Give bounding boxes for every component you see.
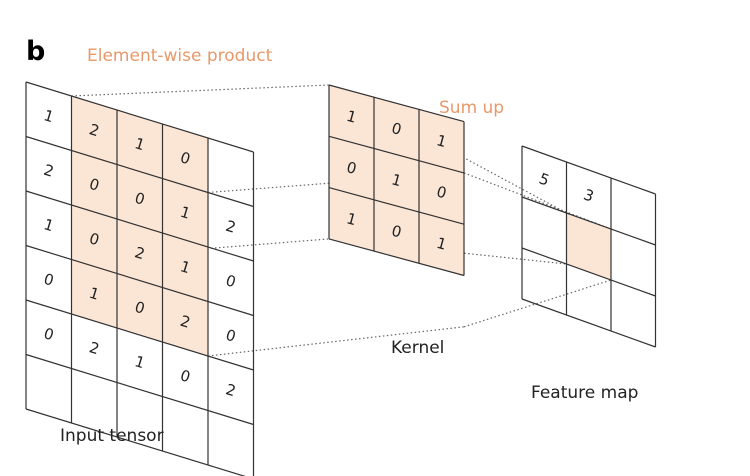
input-tensor-label: Input tensor xyxy=(60,426,164,446)
kernel-cell-value: 1 xyxy=(345,107,359,127)
kernel-row-line xyxy=(328,187,465,225)
input-cell-value: 0 xyxy=(42,270,56,290)
kernel-grid: 1 0 1 0 1 0 1 0 1 xyxy=(328,84,465,277)
feature-row-line xyxy=(521,145,656,195)
feature-highlight xyxy=(566,213,611,280)
input-cell-value: 0 xyxy=(42,324,56,344)
kernel-highlight xyxy=(329,85,464,276)
feature-row-line xyxy=(521,298,656,348)
input-row-line xyxy=(25,244,254,317)
input-cell-value: 2 xyxy=(42,161,56,181)
input-cell-value: 1 xyxy=(42,215,56,235)
feature-map-grid: 53 xyxy=(521,145,657,348)
input-row-line xyxy=(25,135,254,208)
kernel-cell-value: 0 xyxy=(435,183,449,203)
feature-cell-value: 3 xyxy=(581,185,596,205)
input-cell-value: 0 xyxy=(224,271,238,291)
input-row-line xyxy=(25,353,254,426)
kernel-cell-value: 0 xyxy=(390,119,404,139)
element-wise-product-annotation: Element-wise product xyxy=(87,46,273,66)
input-row-line xyxy=(25,81,254,153)
kernel-row-line xyxy=(328,84,465,123)
input-row-line xyxy=(25,299,254,371)
kernel-cell-value: 0 xyxy=(345,158,359,178)
feature-map-label: Feature map xyxy=(531,383,638,403)
input-cell-value: 0 xyxy=(178,366,192,386)
input-cell-value: 2 xyxy=(224,380,238,400)
kernel-cell-value: 1 xyxy=(435,131,449,151)
feature-row-line xyxy=(521,247,656,297)
feature-cell-value: 5 xyxy=(537,169,552,189)
kernel-cell-value: 1 xyxy=(345,209,359,229)
kernel-cell-value: 1 xyxy=(390,170,404,190)
kernel-row-line xyxy=(328,135,465,174)
connector-dotted-line xyxy=(463,279,612,328)
input-cell-value: 1 xyxy=(42,106,56,126)
connector-dotted-line xyxy=(71,84,330,97)
panel-label: b xyxy=(26,36,45,67)
sum-up-annotation: Sum up xyxy=(439,98,504,118)
kernel-cell-value: 1 xyxy=(435,234,449,254)
feature-row-line xyxy=(521,196,656,246)
input-row-line xyxy=(25,190,254,262)
kernel-row-line xyxy=(328,238,465,277)
connector-dotted-line xyxy=(207,326,465,357)
kernel-label: Kernel xyxy=(391,338,444,358)
input-cell-value: 0 xyxy=(224,326,238,346)
input-row-line xyxy=(25,408,246,476)
kernel-cell-value: 0 xyxy=(390,222,404,242)
input-cell-value: 1 xyxy=(133,352,147,372)
input-cell-value: 2 xyxy=(87,338,101,358)
input-cell-value: 2 xyxy=(224,217,238,237)
